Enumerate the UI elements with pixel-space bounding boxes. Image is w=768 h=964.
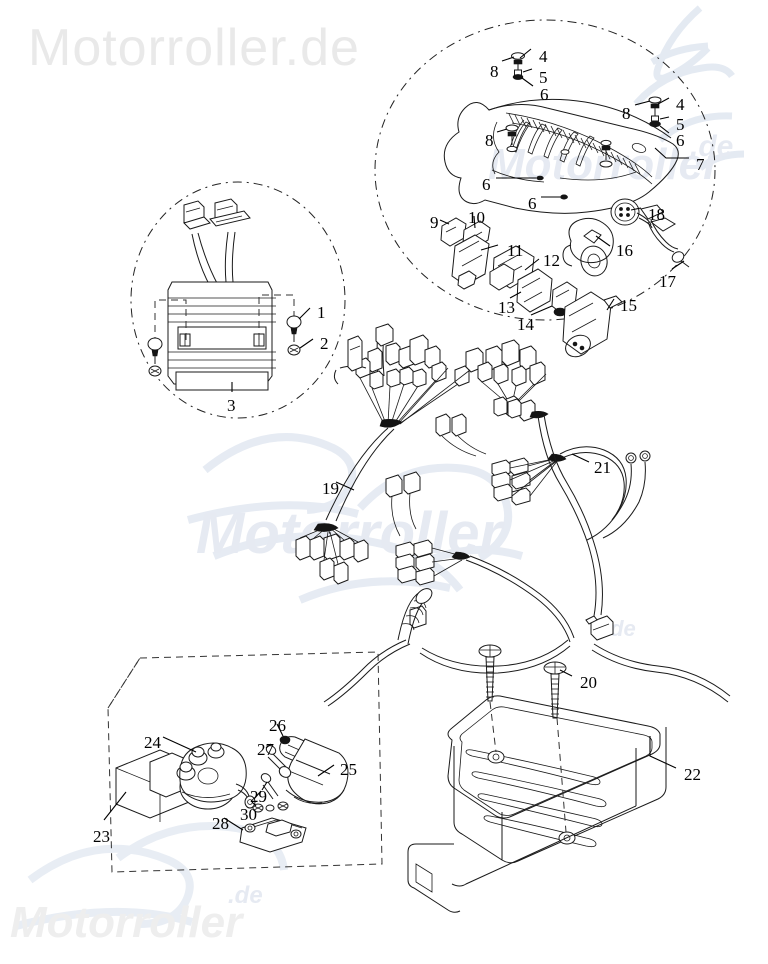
battery-cable-part21 — [571, 450, 651, 541]
parts-9-10-11 — [439, 215, 499, 290]
callout-24: 24 — [144, 733, 161, 752]
callout-6a: 6 — [540, 85, 549, 104]
callout-8b: 8 — [622, 104, 631, 123]
parts-12-13 — [489, 245, 553, 313]
battery-box-part22 — [407, 695, 677, 913]
cdi-unit-part15 — [562, 291, 623, 358]
regulator-detail-oval — [130, 181, 346, 419]
callout-8a: 8 — [490, 62, 499, 81]
callout-8c: 8 — [485, 131, 494, 150]
starter-relay-part24 — [162, 736, 262, 810]
callout-12: 12 — [543, 251, 560, 270]
callout-1: 1 — [317, 303, 326, 322]
main-wiring-harness-part19 — [295, 323, 731, 703]
callout-3: 3 — [227, 396, 236, 415]
callout-16: 16 — [616, 241, 633, 260]
connector-cluster-left-upper — [333, 323, 484, 428]
callout-29: 29 — [250, 787, 267, 806]
callout-6d: 6 — [528, 194, 537, 213]
callout-5b: 5 — [676, 115, 685, 134]
callout-25: 25 — [340, 760, 357, 779]
callout-17: 17 — [659, 272, 676, 291]
mounting-bracket-part28 — [223, 817, 307, 853]
callout-2: 2 — [320, 334, 329, 353]
callout-7: 7 — [696, 155, 705, 174]
fastener-stack-right — [634, 96, 670, 134]
callout-21: 21 — [594, 458, 611, 477]
callout-4b: 4 — [676, 95, 685, 114]
mounting-screws-part20 — [478, 644, 573, 833]
callout-11: 11 — [507, 241, 524, 260]
brake-switch-part17 — [640, 204, 690, 270]
callout-6b: 6 — [676, 131, 685, 150]
callout-28: 28 — [212, 814, 229, 833]
coil-fasteners — [251, 723, 292, 813]
flasher-unit-part18 — [610, 198, 676, 232]
callout-26: 26 — [269, 716, 286, 735]
starter-relay-dashed-box — [107, 651, 383, 873]
fuse-box-part23 — [103, 749, 203, 822]
callout-4a: 4 — [539, 47, 548, 66]
callout-9: 9 — [430, 213, 439, 232]
ignition-coil-part25 — [279, 736, 349, 805]
horn-part16 — [562, 217, 614, 277]
callout-15: 15 — [620, 296, 637, 315]
callout-14: 14 — [517, 315, 534, 334]
callout-6c: 6 — [482, 175, 491, 194]
bullet-connector-cluster — [491, 453, 567, 506]
ignition-lead — [323, 588, 433, 707]
callout-30: 30 — [240, 805, 257, 824]
callout-19: 19 — [322, 479, 339, 498]
connector-cluster-lower-middle — [395, 539, 471, 586]
switches-detail-oval — [374, 19, 716, 321]
fastener-stack-cover-left — [496, 124, 613, 200]
callout-27: 27 — [257, 740, 274, 759]
connector-cluster-right-upper — [477, 339, 549, 422]
callout-22: 22 — [684, 765, 701, 784]
fastener-stack-top — [501, 48, 534, 87]
connector-cluster-lower-left — [295, 523, 369, 585]
callout-13: 13 — [498, 298, 515, 317]
connector-branch-middle — [435, 396, 522, 457]
callout-5a: 5 — [539, 68, 548, 87]
callout-20: 20 — [580, 673, 597, 692]
voltage-regulator-part3 — [147, 198, 314, 392]
callout-23: 23 — [93, 827, 110, 846]
callout-18: 18 — [648, 205, 665, 224]
callout-10: 10 — [468, 208, 485, 227]
